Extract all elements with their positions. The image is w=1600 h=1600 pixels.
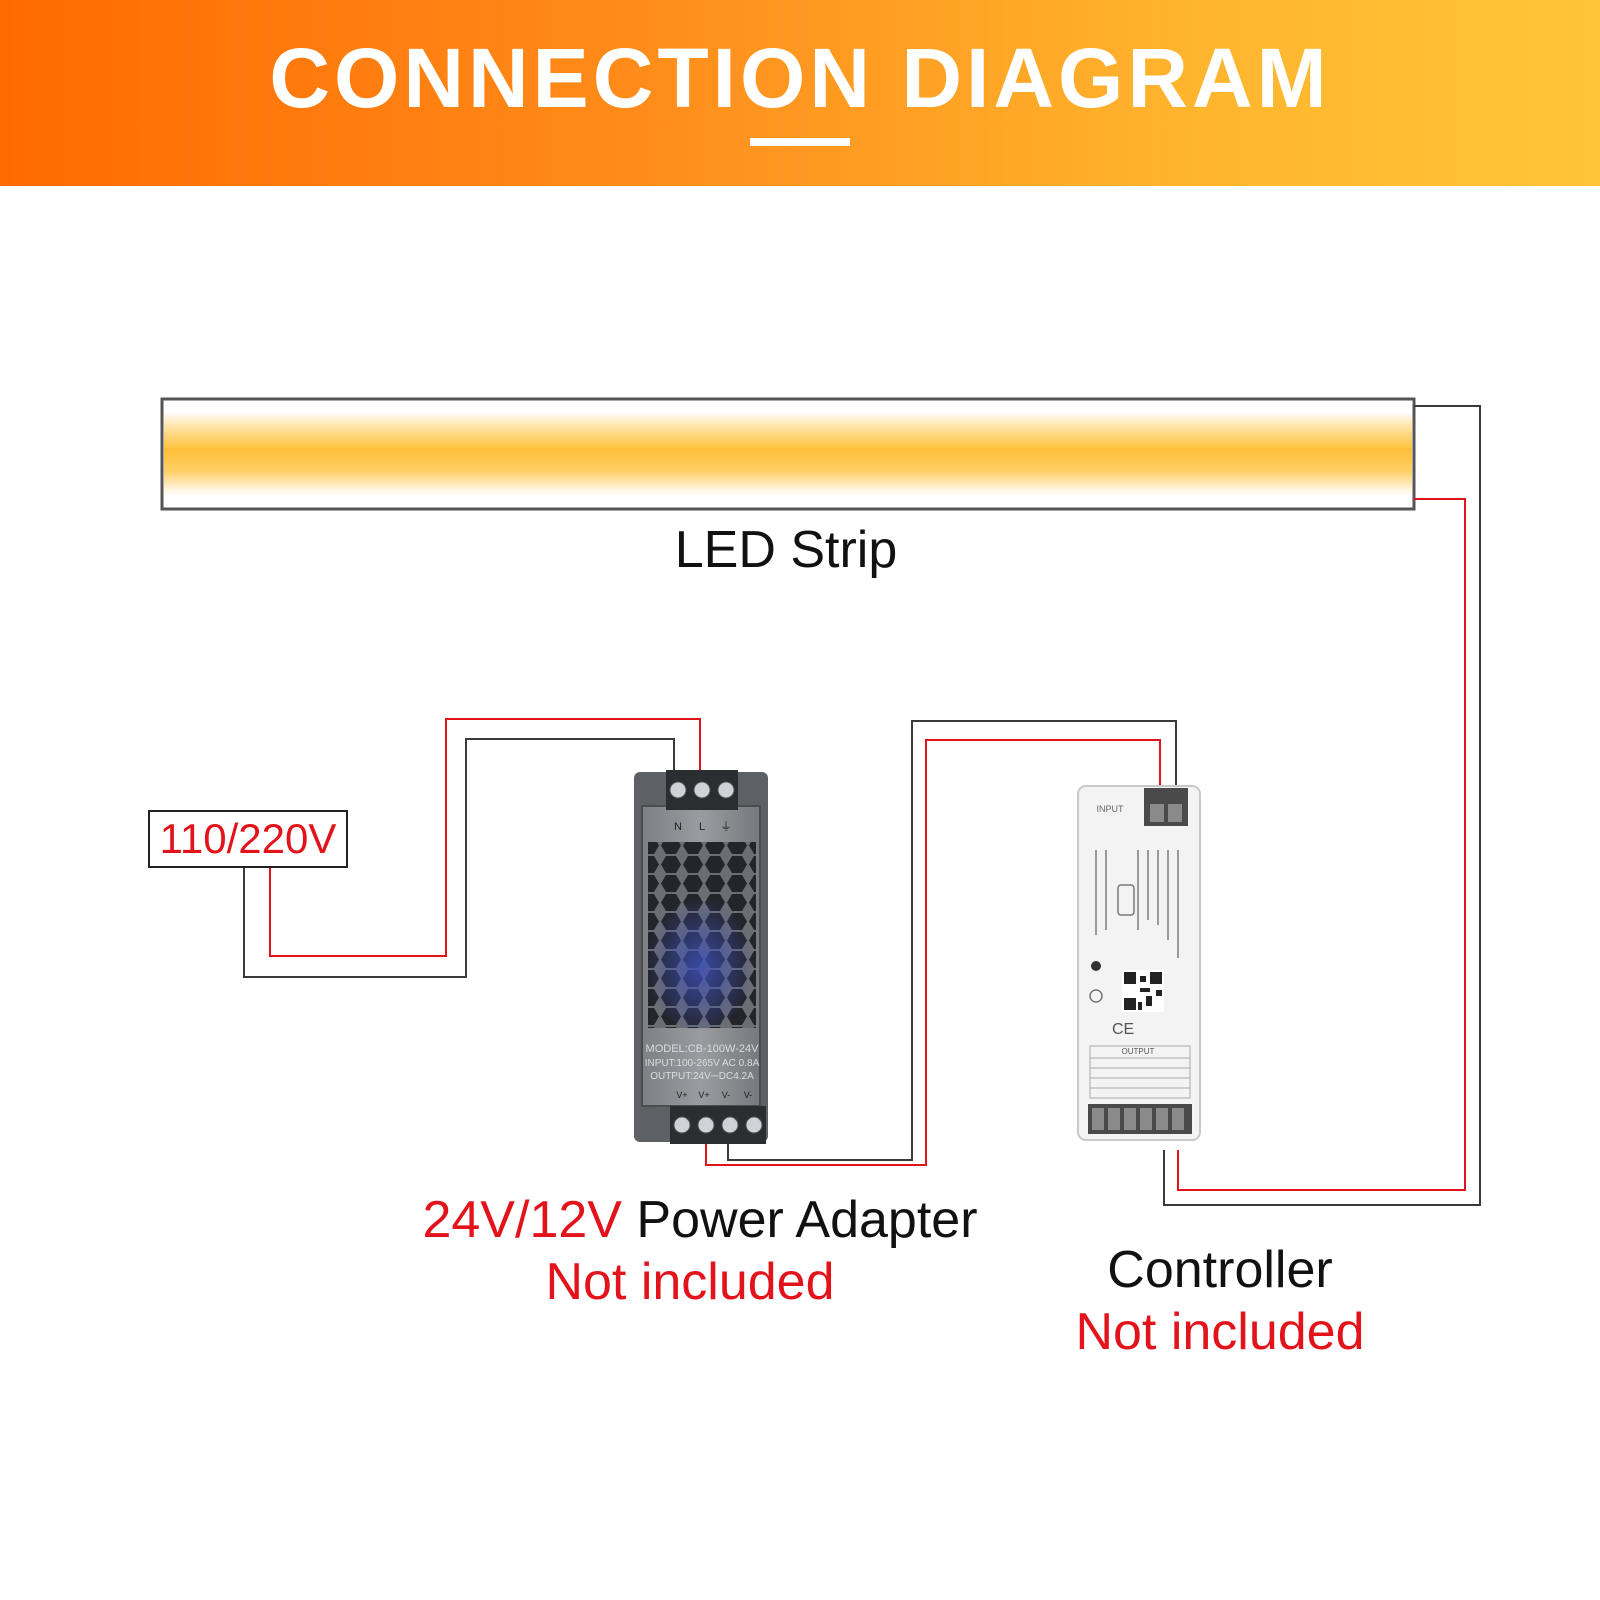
controller-printed-text [1095, 850, 1179, 958]
adapter-terminal-v3: V- [722, 1090, 731, 1100]
adapter-not-included: Not included [545, 1253, 835, 1311]
adapter-output-text: OUTPUT:24V⎓DC4.2A [650, 1071, 754, 1082]
ce-mark: CE [1112, 1021, 1134, 1038]
mains-voltage-label: 110/220V [159, 815, 337, 862]
controller-output-label: OUTPUT [1122, 1047, 1155, 1056]
adapter-name-label: Power Adapter [636, 1191, 978, 1249]
adapter-terminal-l: L [699, 821, 705, 833]
mains-voltage-box: 110/220V [148, 810, 348, 868]
adapter-terminal-v2: V+ [698, 1090, 709, 1100]
controller-image: INPUT CE OUTPUT [1077, 785, 1201, 1141]
qr-code [1122, 970, 1164, 1012]
wire-strip-to-controller [1163, 405, 1481, 1206]
adapter-terminal-n: N [674, 821, 682, 833]
controller-input-label: INPUT [1097, 804, 1125, 814]
adapter-terminal-v4: V- [744, 1090, 753, 1100]
led-strip-label: LED Strip [674, 521, 898, 579]
page-title: CONNECTION DIAGRAM [269, 31, 1331, 125]
led-strip [160, 397, 1416, 511]
power-adapter-title: 24V/12V Power Adapter [420, 1190, 980, 1250]
wire-adapter-to-controller [705, 720, 1177, 1166]
wire-mains-to-adapter [243, 718, 701, 978]
output-table [1089, 1045, 1191, 1099]
title-underline [750, 138, 850, 146]
adapter-model-text: MODEL:CB-100W-24V [646, 1043, 760, 1055]
adapter-terminal-ground: ⏚ [721, 820, 732, 833]
adapter-input-text: INPUT:100-265V AC 0.8A [645, 1058, 760, 1069]
controller-not-included: Not included [1075, 1303, 1365, 1361]
controller-title: Controller [1107, 1241, 1333, 1299]
header-banner: CONNECTION DIAGRAM [0, 0, 1600, 186]
power-adapter-image: N L ⏚ MODEL:CB-100W-24V INPUT:100-265V A… [634, 770, 768, 1144]
adapter-terminal-v1: V+ [676, 1090, 687, 1100]
adapter-voltage-label: 24V/12V [422, 1191, 622, 1249]
